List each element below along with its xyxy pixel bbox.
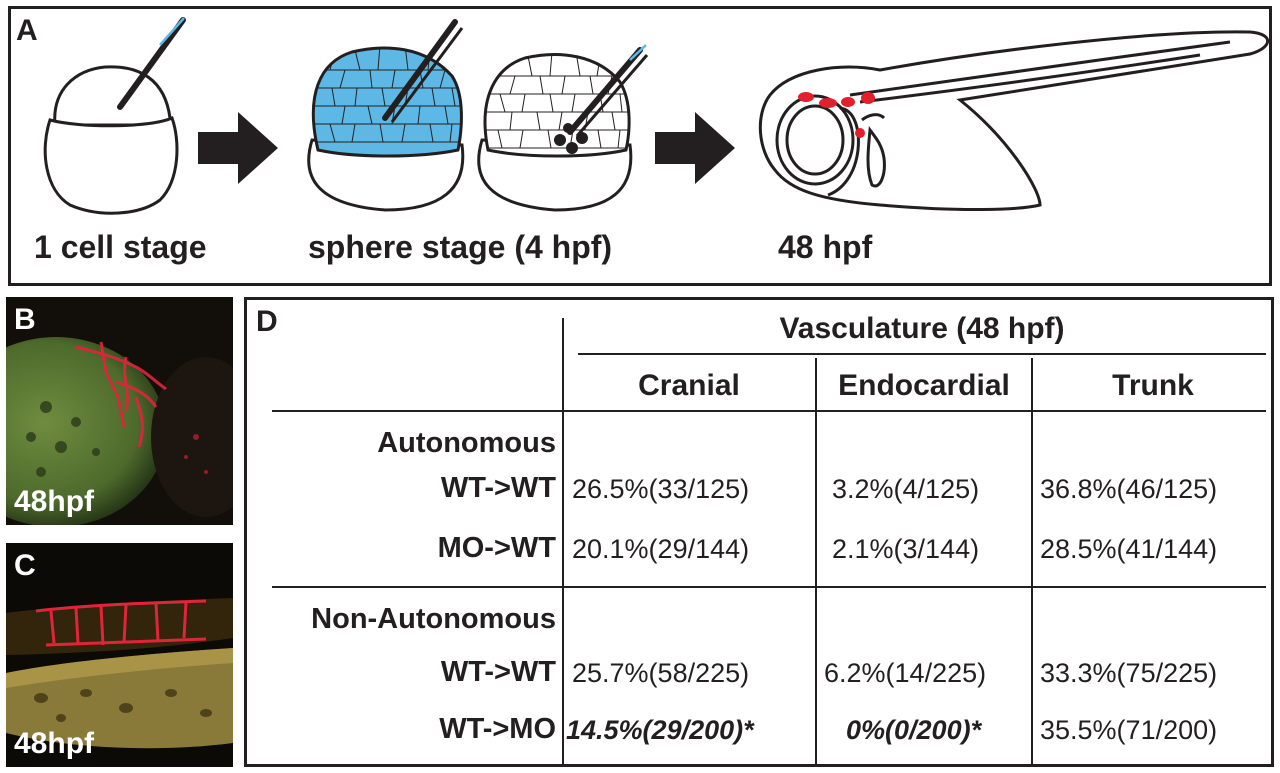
row-label: MO->WT bbox=[437, 532, 556, 564]
panel-b-micrograph: B 48hpf bbox=[6, 297, 233, 525]
table-divider bbox=[272, 410, 1266, 412]
stage-3-label: 48 hpf bbox=[778, 229, 873, 265]
panel-b-letter: B bbox=[14, 303, 36, 336]
table-divider bbox=[1031, 358, 1033, 767]
table-cell: 6.2%(14/225) bbox=[824, 658, 987, 688]
group-header: Vasculature (48 hpf) bbox=[779, 312, 1065, 345]
table-cell: 33.3%(75/225) bbox=[1040, 658, 1218, 688]
panel-c-timestamp: 48hpf bbox=[14, 727, 95, 760]
one-cell-embryo-icon bbox=[43, 17, 186, 215]
table-cell-significant: 14.5%(29/200)* bbox=[566, 715, 754, 745]
table-cell: 28.5%(41/144) bbox=[1040, 534, 1218, 564]
stage-2-label: sphere stage (4 hpf) bbox=[308, 229, 613, 265]
column-header-cranial: Cranial bbox=[638, 369, 740, 402]
panel-a-letter: A bbox=[16, 14, 38, 47]
arrow-right-icon bbox=[198, 112, 278, 184]
table-divider bbox=[815, 358, 817, 767]
column-header-trunk: Trunk bbox=[1112, 369, 1194, 402]
table-cell: 35.5%(71/200) bbox=[1040, 715, 1218, 745]
panel-b-timestamp: 48hpf bbox=[14, 485, 95, 518]
table-cell: 25.7%(58/225) bbox=[572, 658, 750, 688]
panel-c-micrograph: C 48hpf bbox=[6, 543, 233, 767]
donor-sphere-embryo-icon bbox=[307, 19, 465, 212]
column-header-endocardial: Endocardial bbox=[838, 369, 1010, 402]
section-title-non-autonomous: Non-Autonomous bbox=[311, 603, 556, 635]
transplanted-cells-icon bbox=[798, 92, 875, 138]
host-sphere-embryo-icon bbox=[477, 44, 649, 212]
panel-c-letter: C bbox=[14, 549, 36, 582]
row-label: WT->MO bbox=[439, 713, 556, 745]
arrow-right-icon bbox=[655, 112, 735, 184]
transplant-schematic bbox=[43, 17, 1270, 215]
table-cell-significant: 0%(0/200)* bbox=[846, 715, 982, 745]
table-cell: 2.1%(3/144) bbox=[832, 534, 980, 564]
table-divider bbox=[578, 353, 1266, 355]
table-cell: 36.8%(46/125) bbox=[1040, 474, 1218, 504]
larva-48hpf-icon bbox=[758, 30, 1270, 212]
panel-d-frame bbox=[244, 297, 1274, 767]
row-label: WT->WT bbox=[440, 472, 556, 504]
row-label: WT->WT bbox=[440, 656, 556, 688]
table-divider bbox=[562, 318, 564, 767]
table-cell: 26.5%(33/125) bbox=[572, 474, 750, 504]
table-divider bbox=[272, 586, 1266, 588]
panel-a-frame bbox=[8, 6, 1272, 286]
stage-1-label: 1 cell stage bbox=[34, 229, 207, 265]
panel-d-letter: D bbox=[256, 305, 278, 338]
section-title-autonomous: Autonomous bbox=[377, 427, 556, 459]
table-cell: 3.2%(4/125) bbox=[832, 474, 980, 504]
table-cell: 20.1%(29/144) bbox=[572, 534, 750, 564]
